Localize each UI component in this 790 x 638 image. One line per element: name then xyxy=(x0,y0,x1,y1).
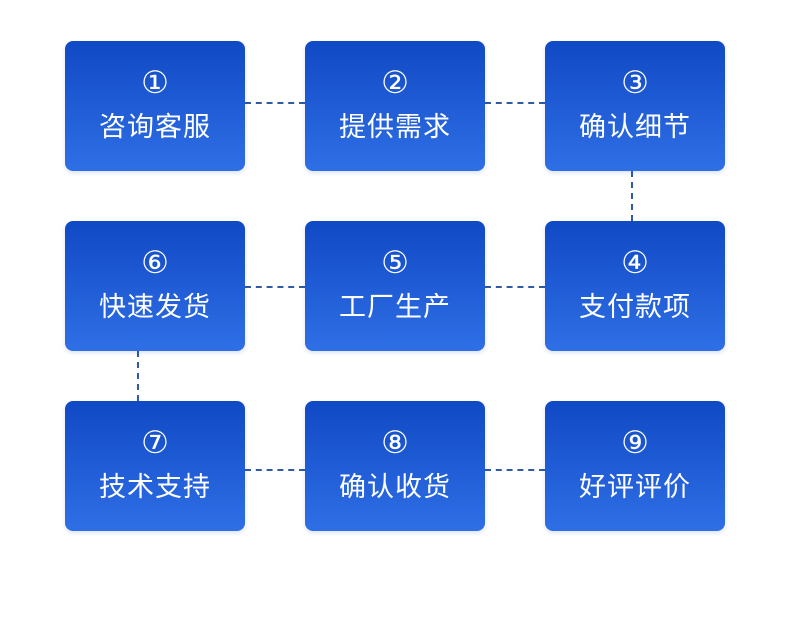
connector-6-7 xyxy=(137,351,139,401)
connector-3-4 xyxy=(631,171,633,221)
step-positive-review: ⑨ 好评评价 xyxy=(545,401,725,531)
step-number: ⑥ xyxy=(141,245,169,281)
step-number: ① xyxy=(141,65,169,101)
step-technical-support: ⑦ 技术支持 xyxy=(65,401,245,531)
step-fast-shipping: ⑥ 快速发货 xyxy=(65,221,245,351)
step-number: ③ xyxy=(621,65,649,101)
step-label: 技术支持 xyxy=(99,472,211,503)
connector-8-9 xyxy=(485,469,545,471)
step-make-payment: ④ 支付款项 xyxy=(545,221,725,351)
connector-2-3 xyxy=(485,102,545,104)
step-label: 咨询客服 xyxy=(99,112,211,143)
step-number: ⑦ xyxy=(141,425,169,461)
step-provide-requirements: ② 提供需求 xyxy=(305,41,485,171)
connector-5-6 xyxy=(245,286,305,288)
step-factory-production: ⑤ 工厂生产 xyxy=(305,221,485,351)
step-number: ④ xyxy=(621,245,649,281)
step-label: 确认收货 xyxy=(339,472,451,503)
step-label: 提供需求 xyxy=(339,112,451,143)
step-label: 快速发货 xyxy=(99,292,211,323)
step-consult-service: ① 咨询客服 xyxy=(65,41,245,171)
step-confirm-receipt: ⑧ 确认收货 xyxy=(305,401,485,531)
connector-4-5 xyxy=(485,286,545,288)
step-number: ⑨ xyxy=(621,425,649,461)
step-label: 好评评价 xyxy=(579,472,691,503)
step-label: 支付款项 xyxy=(579,292,691,323)
step-confirm-details: ③ 确认细节 xyxy=(545,41,725,171)
step-number: ⑤ xyxy=(381,245,409,281)
step-label: 确认细节 xyxy=(579,112,691,143)
connector-1-2 xyxy=(245,102,305,104)
step-number: ⑧ xyxy=(381,425,409,461)
connector-7-8 xyxy=(245,469,305,471)
step-label: 工厂生产 xyxy=(339,292,451,323)
step-number: ② xyxy=(381,65,409,101)
